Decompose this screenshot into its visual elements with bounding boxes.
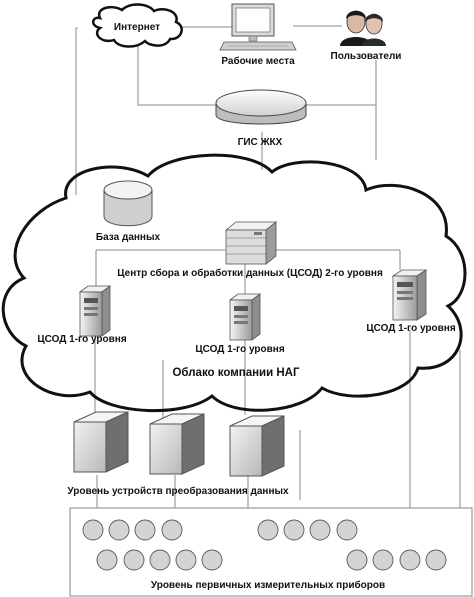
box-icon	[73, 411, 129, 473]
meters-label: Уровень первичных измерительных приборов	[151, 579, 385, 591]
company-cloud-outline	[1, 153, 467, 413]
gis-node: ГИС ЖКХ	[215, 89, 307, 148]
circle-icon	[257, 519, 279, 541]
tower-server-icon	[78, 285, 112, 337]
gis-label: ГИС ЖКХ	[238, 137, 283, 148]
meters-level: Уровень первичных измерительных приборов	[69, 507, 473, 597]
circle-icon	[399, 549, 421, 571]
cloud-label: Облако компании НАГ	[172, 367, 300, 379]
box-icon	[149, 413, 205, 475]
center-label: Центр сбора и обработки данных (ЦСОД) 2-…	[117, 267, 383, 279]
users-node: Пользователи	[331, 10, 402, 62]
users-label: Пользователи	[331, 51, 402, 62]
circle-icon	[161, 519, 183, 541]
circle-icon	[309, 519, 331, 541]
meters-group	[82, 519, 447, 571]
circle-icon	[346, 549, 368, 571]
center-server-node: Центр сбора и обработки данных (ЦСОД) 2-…	[117, 221, 383, 279]
circle-icon	[336, 519, 358, 541]
circle-icon	[96, 549, 118, 571]
converters-level: Уровень устройств преобразования данных	[67, 411, 289, 497]
circle-icon	[201, 549, 223, 571]
database-label: База данных	[96, 232, 161, 243]
csod-middle-label: ЦСОД 1-го уровня	[195, 344, 284, 355]
connector-lines	[75, 25, 461, 512]
workstation-node: Рабочие места	[219, 3, 297, 67]
internet-label: Интернет	[114, 22, 160, 33]
tower-server-icon	[391, 269, 428, 321]
circle-icon	[149, 549, 171, 571]
disk-icon	[215, 89, 307, 125]
converters-label: Уровень устройств преобразования данных	[67, 485, 289, 497]
box-icon	[229, 415, 285, 477]
internet-node: Интернет	[92, 3, 183, 48]
circle-icon	[108, 519, 130, 541]
circle-icon	[283, 519, 305, 541]
database-node: База данных	[96, 180, 161, 243]
csod-middle-node: ЦСОД 1-го уровня	[195, 293, 285, 355]
circle-icon	[175, 549, 197, 571]
circle-icon	[425, 549, 447, 571]
csod-left-label: ЦСОД 1-го уровня	[37, 334, 126, 345]
csod-left-node: ЦСОД 1-го уровня	[37, 285, 127, 345]
csod-right-node: ЦСОД 1-го уровня	[366, 269, 456, 334]
users-icon	[340, 10, 386, 46]
database-icon	[103, 180, 153, 227]
circle-icon	[134, 519, 156, 541]
circle-icon	[123, 549, 145, 571]
cloud-icon	[92, 3, 183, 48]
csod-right-label: ЦСОД 1-го уровня	[366, 323, 455, 334]
tower-server-icon	[228, 293, 262, 341]
server-rack-icon	[224, 221, 278, 265]
circle-icon	[372, 549, 394, 571]
computer-icon	[219, 3, 297, 51]
circle-icon	[82, 519, 104, 541]
workstations-label: Рабочие места	[221, 55, 295, 67]
